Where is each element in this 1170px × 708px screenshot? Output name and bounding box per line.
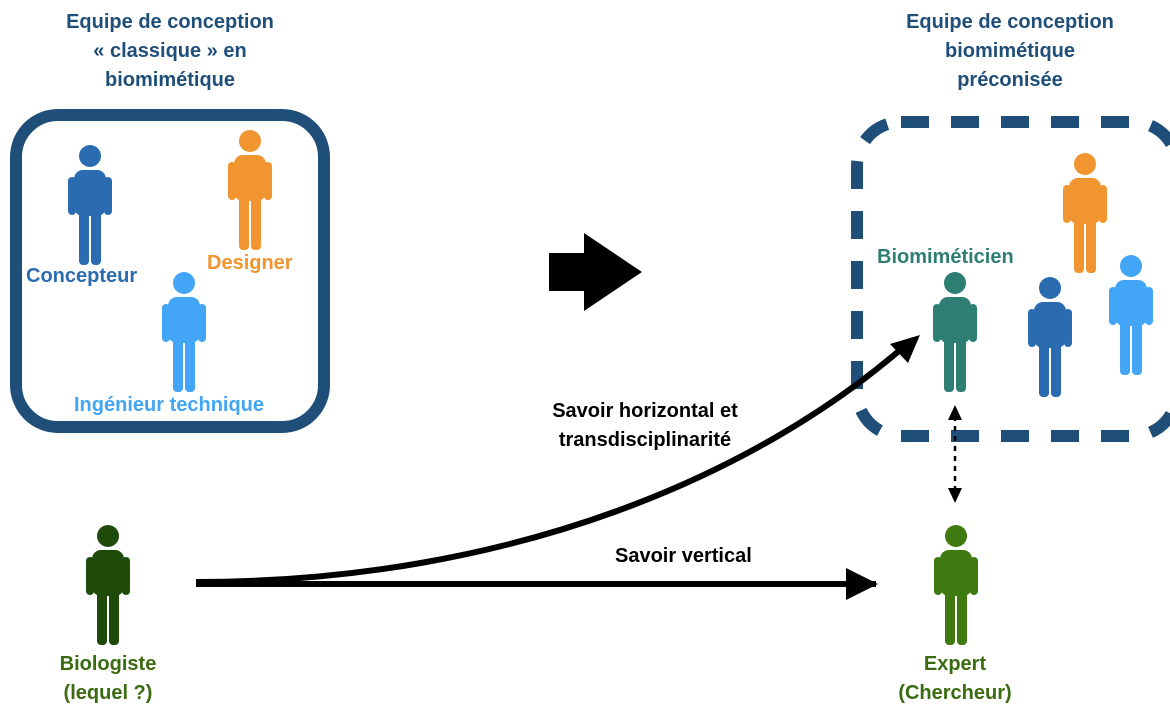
horizontal-knowledge-arrowhead — [890, 335, 920, 363]
vertical-knowledge-arrowhead — [846, 568, 878, 600]
right-designer-figure-icon — [1063, 153, 1107, 273]
concepteur-figure-icon — [68, 145, 112, 265]
designer-figure-icon — [228, 130, 272, 250]
biologist-figure-icon — [86, 525, 130, 645]
ingenieur-label: Ingénieur technique — [74, 394, 265, 416]
expert-figure-icon — [934, 525, 978, 645]
horizontal-knowledge-arrow — [195, 347, 902, 585]
right-ingenieur-figure-icon — [1109, 255, 1153, 375]
biologist-label: Biologiste (lequel ?) — [59, 653, 157, 704]
recommended-team-box — [851, 116, 1170, 442]
ingenieur-figure-icon — [162, 272, 206, 392]
biomimeticien-figure-icon — [933, 272, 977, 392]
transition-arrow — [549, 233, 642, 311]
biomimeticien-label: Biomiméticien — [877, 246, 1014, 268]
classic-team-title: Equipe de conception « classique » en bi… — [66, 11, 274, 91]
classic-team-box — [10, 109, 330, 433]
right-concepteur-figure-icon — [1028, 277, 1072, 397]
expert-link-arrowhead-down — [948, 488, 962, 503]
concepteur-label: Concepteur — [26, 265, 138, 287]
horizontal-knowledge-label: Savoir horizontal et transdisciplinarité — [552, 400, 738, 451]
expert-label: Expert (Chercheur) — [898, 653, 1012, 704]
recommended-team-title: Equipe de conception biomimétique précon… — [906, 11, 1114, 91]
vertical-knowledge-label: Savoir vertical — [615, 545, 752, 567]
expert-link-arrowhead-up — [948, 405, 962, 420]
designer-label: Designer — [207, 252, 293, 274]
